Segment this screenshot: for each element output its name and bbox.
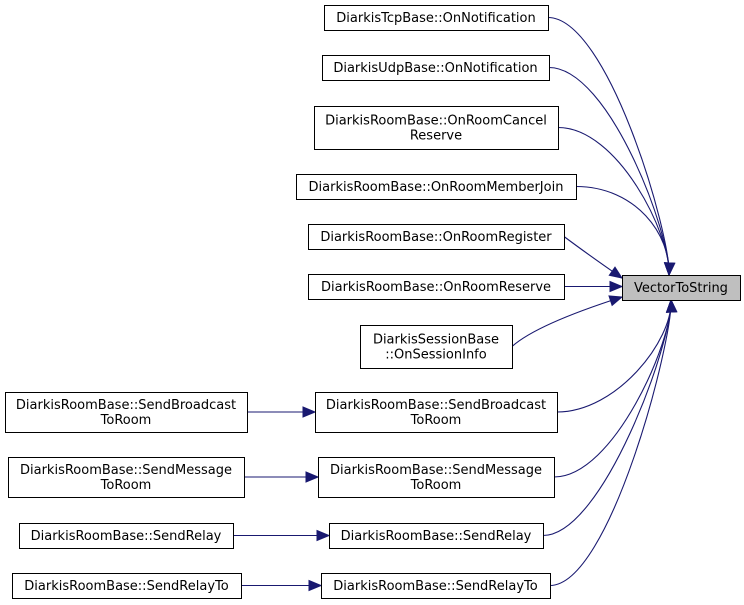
node-label-line: DiarkisRoomBase::SendRelay [341, 529, 532, 544]
edge-send-relay-to-overload-to-send-relay-to [241, 579, 323, 592]
node-label-line: ToRoom [100, 413, 152, 428]
node-send-relay-to-overload[interactable]: DiarkisRoomBase::SendRelayTo [12, 573, 242, 599]
edge-line [547, 16, 670, 276]
edge-send-message-overload-to-send-message [244, 471, 320, 483]
node-label-line: DiarkisSessionBase [373, 333, 499, 348]
edge-line [557, 126, 670, 276]
edge-udp-on-notification-to-target [548, 66, 676, 277]
node-label-line: DiarkisRoomBase::OnRoomRegister [320, 230, 552, 245]
arrowhead [609, 280, 624, 293]
node-label-line: DiarkisRoomBase::SendBroadcast [326, 398, 546, 413]
node-label-line: DiarkisUdpBase::OnNotification [333, 61, 537, 76]
arrowhead [302, 406, 317, 418]
edge-line [575, 185, 670, 276]
node-box [622, 275, 741, 301]
node-box [308, 224, 565, 250]
node-label-line: Reserve [410, 129, 462, 144]
node-box [329, 523, 544, 549]
edge-send-broadcast-to-target [556, 298, 678, 413]
node-room-member-join[interactable]: DiarkisRoomBase::OnRoomMemberJoin [296, 174, 577, 200]
edge-line [542, 299, 672, 537]
node-label-line: DiarkisRoomBase::SendRelay [31, 529, 222, 544]
node-label-line: DiarkisRoomBase::SendMessage [20, 463, 232, 478]
edge-tcp-on-notification-to-target [547, 16, 676, 277]
node-label-line: DiarkisRoomBase::SendBroadcast [16, 398, 236, 413]
edge-room-register-to-target [563, 236, 624, 279]
node-send-relay-overload[interactable]: DiarkisRoomBase::SendRelay [19, 523, 234, 549]
edge-send-message-to-target [553, 298, 678, 478]
node-label-line: ToRoom [410, 478, 462, 493]
node-udp-on-notification[interactable]: DiarkisUdpBase::OnNotification [322, 55, 550, 81]
arrowhead [305, 471, 320, 483]
node-box [360, 325, 513, 369]
node-box [19, 523, 234, 549]
node-box [296, 174, 577, 200]
node-label-line: DiarkisRoomBase::SendRelayTo [24, 579, 228, 594]
edge-line [553, 299, 672, 478]
node-label-line: DiarkisTcpBase::OnNotification [336, 11, 535, 26]
node-label-line: DiarkisRoomBase::OnRoomMemberJoin [309, 180, 564, 195]
edge-send-relay-overload-to-send-relay [233, 529, 331, 542]
node-label-line: DiarkisRoomBase::SendMessage [330, 463, 542, 478]
node-session-info[interactable]: DiarkisSessionBase::OnSessionInfo [360, 325, 513, 369]
node-box [12, 573, 242, 599]
node-send-relay[interactable]: DiarkisRoomBase::SendRelay [329, 523, 544, 549]
node-label-line: DiarkisRoomBase::SendRelayTo [333, 579, 537, 594]
arrowhead [608, 266, 624, 279]
node-label-line: DiarkisRoomBase::OnRoomCancel [325, 114, 547, 129]
node-box [318, 457, 555, 498]
edge-room-reserve-to-target [564, 280, 624, 293]
node-label-line: ToRoom [410, 413, 462, 428]
node-box [8, 457, 245, 498]
arrowhead [316, 529, 331, 542]
edge-line [548, 66, 670, 276]
node-label-line: VectorToString [634, 281, 728, 296]
node-label-line: ToRoom [100, 478, 152, 493]
edge-send-broadcast-overload-to-send-broadcast [247, 406, 317, 418]
node-tcp-on-notification[interactable]: DiarkisTcpBase::OnNotification [324, 5, 549, 31]
node-box [5, 392, 248, 433]
edge-room-cancel-reserve-to-target [557, 126, 676, 277]
nodes: VectorToString DiarkisTcpBase::OnNotifica… [5, 5, 741, 599]
node-box [315, 392, 558, 433]
target-node: VectorToString [622, 275, 741, 301]
node-label-line: DiarkisRoomBase::OnRoomReserve [321, 280, 551, 295]
arrowhead [665, 298, 678, 313]
edge-send-relay-to-to-target [549, 298, 678, 587]
node-room-register[interactable]: DiarkisRoomBase::OnRoomRegister [308, 224, 565, 250]
node-send-relay-to[interactable]: DiarkisRoomBase::SendRelayTo [321, 573, 551, 599]
edge-line [549, 299, 672, 587]
edge-line [556, 299, 672, 413]
node-box [314, 106, 559, 150]
node-box [321, 573, 551, 599]
edges [233, 16, 678, 592]
node-box [324, 5, 549, 31]
edge-room-member-join-to-target [575, 185, 676, 277]
node-box [322, 55, 550, 81]
arrowhead [608, 295, 624, 307]
arrowhead [308, 579, 323, 592]
edge-send-relay-to-target [542, 298, 678, 537]
node-box [308, 274, 565, 300]
node-label-line: ::OnSessionInfo [385, 348, 486, 363]
edge-session-info-to-target [511, 295, 624, 347]
arrowhead [663, 262, 676, 277]
edge-line [511, 296, 623, 347]
node-room-reserve[interactable]: DiarkisRoomBase::OnRoomReserve [308, 274, 565, 300]
